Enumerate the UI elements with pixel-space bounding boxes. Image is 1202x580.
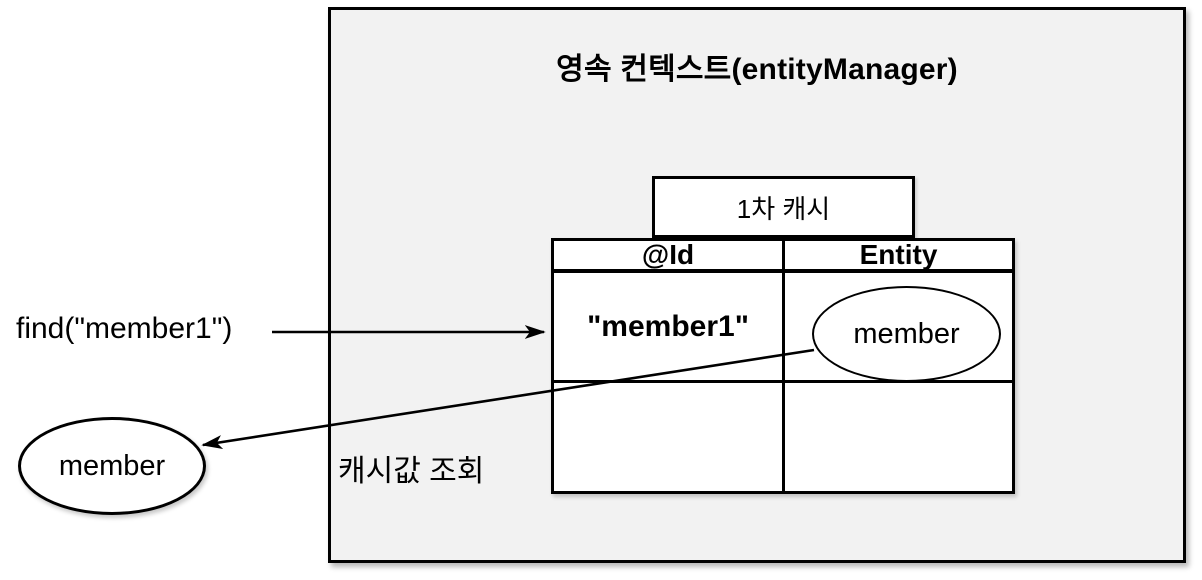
first-level-cache-label: 1차 캐시 <box>736 193 831 224</box>
table-header-id: @Id <box>554 239 785 273</box>
table-header-entity: Entity <box>785 239 1012 273</box>
cache-lookup-label: 캐시값 조회 <box>338 455 485 488</box>
find-call-label: find("member1") <box>16 312 233 345</box>
table-cell-id-empty <box>554 383 785 491</box>
first-level-cache-label-box: 1차 캐시 <box>652 176 915 238</box>
table-cell-entity-empty <box>785 383 1012 491</box>
result-member-label: member <box>58 449 166 482</box>
persistence-context-title: 영속 컨텍스트(entityManager) <box>556 53 958 86</box>
member-entity-ellipse: member <box>812 286 1001 382</box>
member-entity-label: member <box>853 317 960 350</box>
table-cell-id-member1: "member1" <box>554 273 785 383</box>
result-member-ellipse: member <box>18 417 206 515</box>
